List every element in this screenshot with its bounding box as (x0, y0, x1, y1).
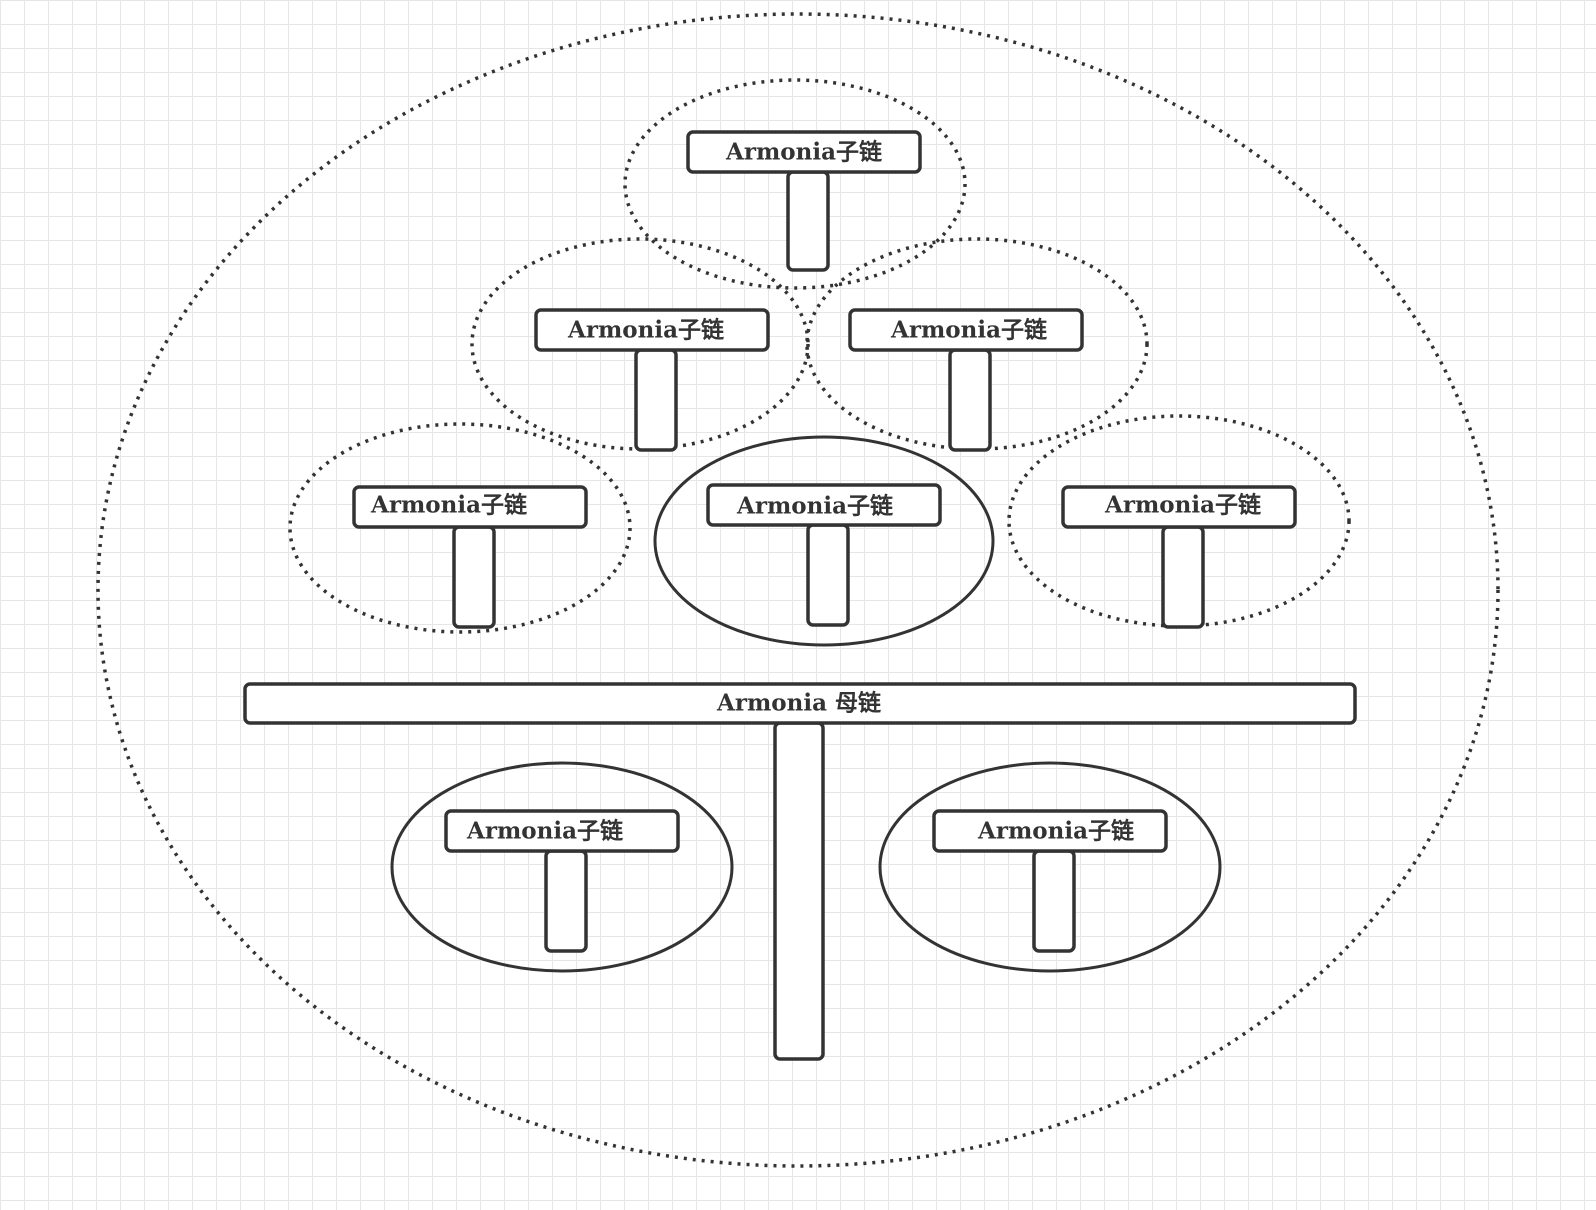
subchain-4-label: Armonia子链 (370, 492, 527, 519)
subchain-3-bar (848, 308, 1084, 352)
subchain-7-label: Armonia子链 (466, 818, 623, 845)
subchain-2-stem (634, 348, 678, 452)
subchain-6-stem (1161, 525, 1205, 629)
subchain-group-4 (288, 422, 632, 634)
subchain-1-bar (686, 130, 922, 174)
subchain-1-label: Armonia子链 (725, 139, 882, 166)
subchain-7-bar (444, 809, 680, 853)
subchain-1-stem (786, 170, 830, 272)
subchain-8-stem (1032, 849, 1076, 953)
mother-chain-label: Armonia 母链 (716, 690, 881, 717)
subchain-6-bar (1061, 485, 1297, 529)
subchain-5-bar (706, 483, 942, 527)
subchain-6-label: Armonia子链 (1104, 492, 1261, 519)
subchain-2-label: Armonia子链 (567, 317, 724, 344)
subchain-2-bar (534, 308, 770, 352)
subchain-5-stem (806, 523, 850, 627)
subchain-group-7 (390, 761, 734, 973)
subchain-3-label: Armonia子链 (890, 317, 1047, 344)
mother-chain-stem (773, 721, 825, 1061)
subchain-5-label: Armonia子链 (736, 493, 893, 520)
mother-chain-bar (243, 682, 1357, 725)
subchain-8-label: Armonia子链 (977, 818, 1134, 845)
subchain-4-bar (352, 485, 588, 529)
subchain-group-5 (653, 435, 995, 647)
subchain-8-bar (932, 809, 1168, 853)
subchain-group-1 (623, 78, 967, 290)
subchain-4-stem (452, 525, 496, 629)
subchain-group-8 (878, 761, 1222, 973)
ecosystem-boundary (96, 12, 1500, 1168)
subchain-3-stem (948, 348, 992, 452)
subchain-7-stem (544, 849, 588, 953)
